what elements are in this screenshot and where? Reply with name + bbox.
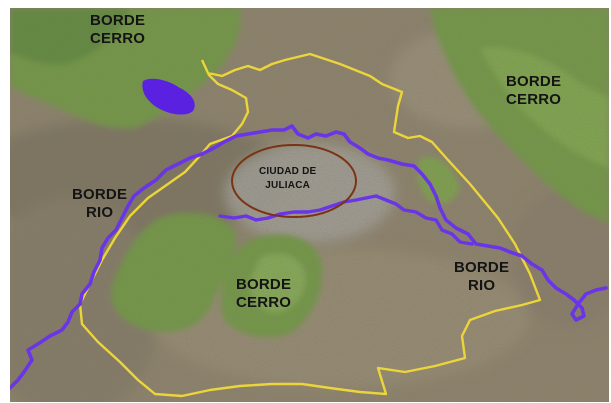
label-borde-rio-west: BORDE RIO: [72, 186, 127, 223]
satellite-map: [10, 8, 609, 402]
label-borde-cerro-northeast: BORDE CERRO: [506, 73, 561, 110]
label-line: RIO: [467, 277, 496, 295]
urban-boundary: [78, 52, 542, 398]
river-branch: [218, 194, 474, 246]
label-line: CIUDAD DE: [259, 166, 317, 177]
lake: [142, 78, 195, 115]
map-frame: BORDE CERRO BORDE CERRO BORDE RIO CIUDAD…: [10, 8, 609, 402]
label-borde-cerro-northwest: BORDE CERRO: [90, 12, 145, 49]
label-line: BORDE: [72, 186, 128, 203]
label-line: BORDE: [90, 12, 146, 29]
label-line: CERRO: [506, 91, 562, 109]
label-line: RIO: [85, 204, 114, 222]
label-ciudad-de-juliaca: CIUDAD DE JULIACA: [259, 165, 316, 192]
label-line: JULIACA: [265, 179, 311, 191]
city-outline: [231, 144, 357, 218]
terrain-texture: [10, 8, 609, 402]
label-line: BORDE: [506, 73, 562, 90]
label-line: CERRO: [236, 294, 292, 312]
label-borde-rio-east: BORDE RIO: [454, 259, 509, 296]
label-line: CERRO: [90, 30, 146, 48]
label-line: BORDE: [454, 259, 510, 276]
label-line: BORDE: [236, 276, 292, 293]
river-main: [10, 124, 608, 390]
label-borde-cerro-south: BORDE CERRO: [236, 276, 291, 313]
